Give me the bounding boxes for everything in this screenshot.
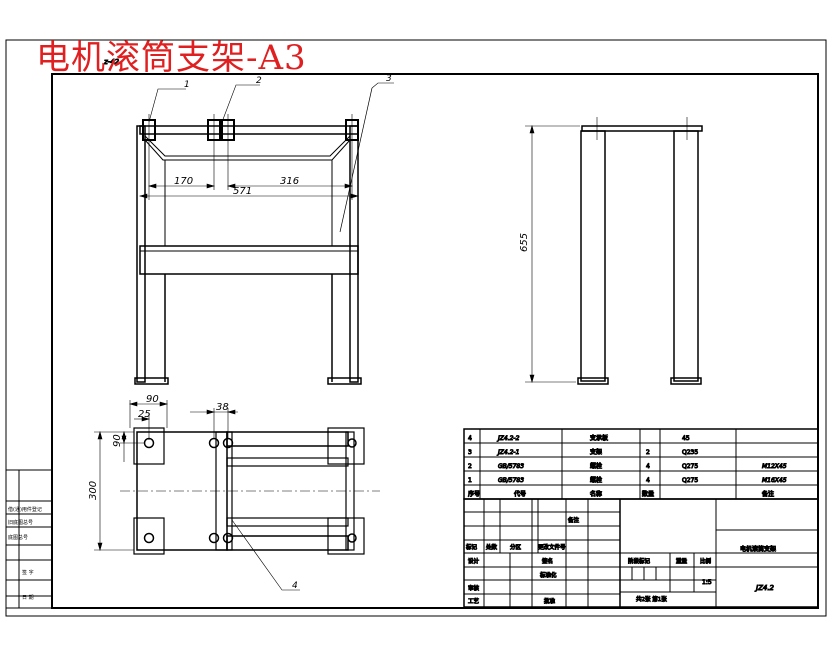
dim-300: 300: [88, 481, 99, 500]
title-block: [463, 498, 819, 608]
tb-scale-label: 比例: [700, 557, 712, 565]
dim-90-height: 90: [112, 434, 123, 447]
bom-name: 支架: [590, 448, 602, 456]
bom-code: GB/5783: [498, 477, 524, 484]
bom-no: 1: [468, 477, 472, 484]
tb-mid-note: 备注: [568, 516, 580, 524]
bom-material: 45: [682, 435, 690, 442]
bom-note: M12X45: [762, 463, 787, 470]
top-view: 90 25 38 90 300: [88, 394, 380, 555]
bom-note: M16X45: [762, 477, 787, 484]
tb-part-name: 电机滚筒支架: [740, 545, 776, 553]
balloon-3: 3: [386, 74, 392, 84]
sidebar-row1: 借(通)用件登记: [8, 506, 42, 513]
bom-code: JZ4.2-2: [497, 435, 520, 442]
bom-header-no: 序号: [468, 490, 480, 498]
tb-label-standard: 标准化: [540, 571, 557, 579]
sidebar-row2: 旧底图总号: [8, 519, 33, 526]
dim-655: 655: [519, 233, 530, 252]
dim-571: 571: [233, 186, 252, 197]
bom-material: Q275: [682, 463, 698, 470]
tb-sheet-info: 共2张 第1张: [636, 595, 667, 603]
dim-170: 170: [174, 176, 193, 187]
tb-label-process: 工艺: [468, 598, 480, 605]
tb-label-zone: 分区: [510, 543, 522, 551]
tb-stage-label: 阶段标记: [628, 557, 651, 565]
sidebar-sign: 签 字: [22, 569, 34, 576]
balloon-2: 2: [256, 76, 262, 86]
bom-no: 2: [468, 463, 472, 470]
bom-qty: 2: [646, 449, 650, 456]
title-block-labels: 标记 处数 分区 更改文件号 签名 设计 标准化 审核 工艺 批准 阶段标记 重…: [466, 516, 777, 606]
tb-label-count: 处数: [486, 543, 498, 551]
bom-material: Q235: [682, 449, 698, 456]
tb-label-sign: 签名: [542, 557, 553, 565]
dim-90-width: 90: [146, 394, 159, 405]
tb-label-change: 更改文件号: [538, 543, 566, 551]
side-view: 655: [519, 117, 703, 385]
bom-qty: 4: [646, 463, 650, 470]
bom-no: 3: [468, 449, 472, 456]
balloon-1: 1: [184, 80, 190, 90]
left-sidebar: [5, 469, 53, 609]
bom-header-code: 代号: [514, 490, 526, 498]
tb-label-mark: 标记: [466, 543, 478, 551]
tb-drawing-no: JZ4.2: [754, 584, 775, 592]
bom-name: 螺栓: [590, 462, 602, 470]
sidebar-date: 日 期: [22, 595, 34, 601]
drawing-title: 电机滚筒支架-A3: [36, 38, 307, 78]
bom-rows: 4 JZ4.2-2 支承板 45 3 JZ4.2-1 支架 2 Q235 2 G…: [468, 434, 788, 499]
bom-header-name: 名称: [590, 490, 602, 498]
corner-note: z-42: [103, 58, 120, 66]
tb-label-approve: 批准: [544, 597, 556, 605]
tb-label-design: 设计: [468, 557, 480, 565]
front-view: 170 316 571: [134, 87, 373, 385]
inner-border: [51, 73, 819, 609]
bom-header-note: 备注: [762, 490, 774, 498]
tb-label-review: 审核: [468, 584, 480, 592]
bom-material: Q275: [682, 477, 698, 484]
bom-name: 螺栓: [590, 476, 602, 484]
bom-name: 支承板: [590, 434, 608, 442]
bom-qty: 4: [646, 477, 650, 484]
tb-scale-value: 1:5: [702, 579, 712, 586]
bom-header-qty: 数量: [642, 490, 654, 498]
balloon-leaders: [148, 82, 394, 591]
dim-316: 316: [280, 176, 299, 187]
bom-no: 4: [468, 435, 472, 442]
bom-code: JZ4.2-1: [497, 449, 519, 456]
outer-border: [5, 39, 827, 617]
tb-weight-label: 重量: [676, 557, 688, 565]
dim-38: 38: [216, 402, 229, 413]
sidebar-row3: 底图总号: [8, 534, 28, 541]
balloon-4: 4: [292, 581, 298, 591]
dim-25: 25: [138, 409, 151, 420]
bom-code: GB/5783: [498, 463, 524, 470]
